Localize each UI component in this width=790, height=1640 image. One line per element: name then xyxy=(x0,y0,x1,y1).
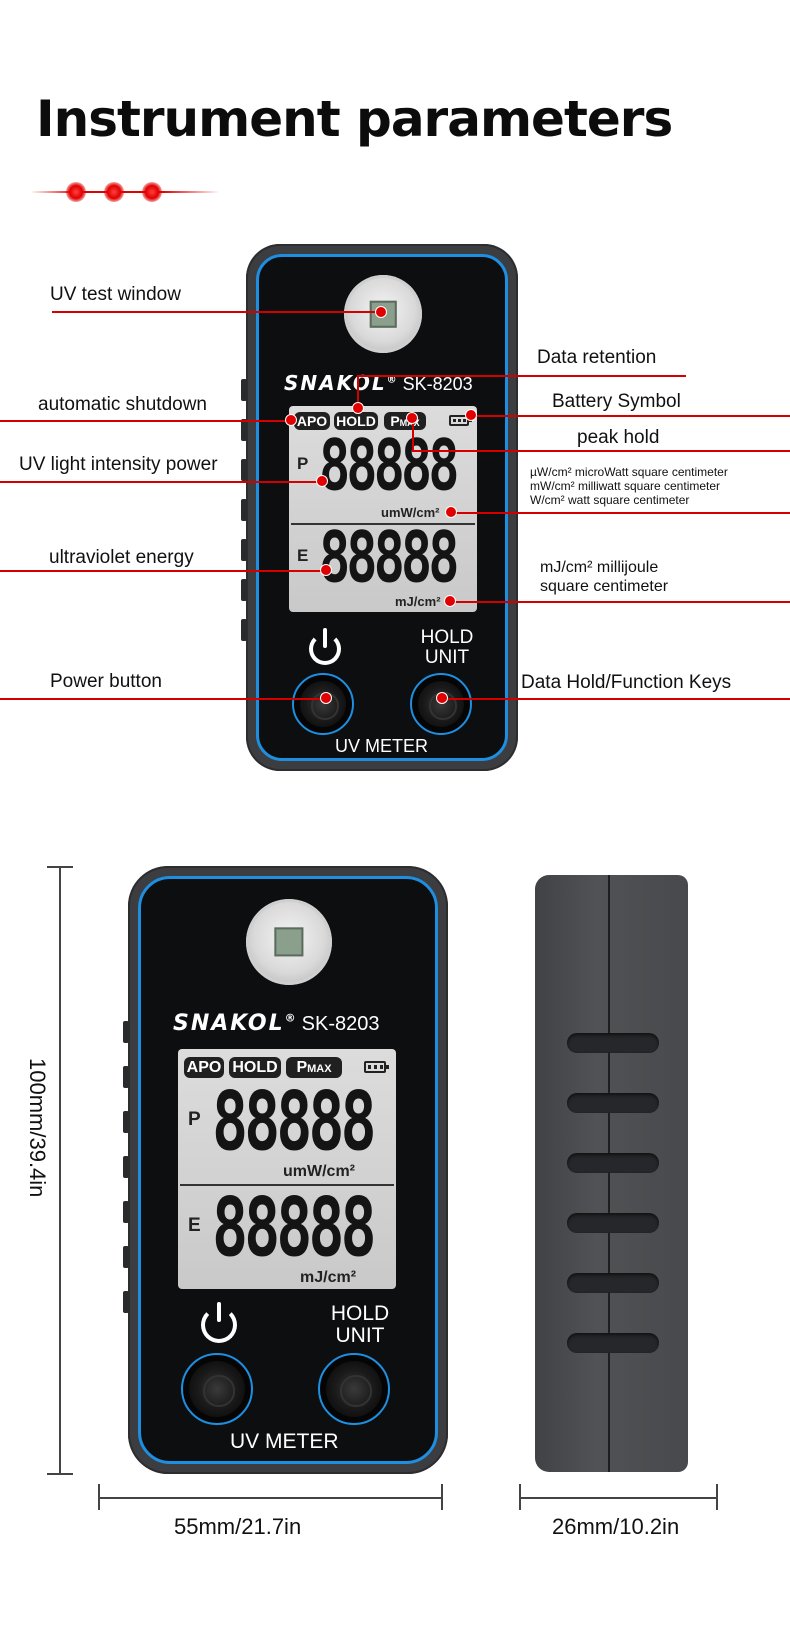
apo-indicator: APO xyxy=(184,1057,224,1078)
hold-unit-button[interactable] xyxy=(410,673,472,735)
callout-data-retention: Data retention xyxy=(537,347,657,368)
callout-uv-test-window: UV test window xyxy=(50,284,181,305)
hold-indicator: HOLD xyxy=(334,412,378,430)
brand-model: SNAKOL®SK-8203 xyxy=(173,1011,380,1036)
energy-unit: mJ/cm² xyxy=(300,1269,357,1286)
apo-indicator: APO xyxy=(294,412,330,430)
power-button[interactable] xyxy=(292,673,354,735)
power-letter: P xyxy=(297,454,309,473)
height-dimension: 100mm/39.4in xyxy=(25,1058,50,1198)
uv-meter-label: UV METER xyxy=(335,736,429,756)
uv-meter-front-annotated: SNAKOL®SK-8203 APO HOLD PMAX P 88888 umW… xyxy=(241,244,518,771)
energy-letter: E xyxy=(297,546,309,565)
power-icon xyxy=(201,1302,237,1343)
uv-sensor-window xyxy=(246,899,332,985)
callout-battery-symbol: Battery Symbol xyxy=(552,391,681,412)
callout-automatic-shutdown: automatic shutdown xyxy=(38,394,207,415)
energy-unit: mJ/cm² xyxy=(395,594,441,609)
energy-letter: E xyxy=(188,1215,201,1236)
callout-power-button: Power button xyxy=(50,671,162,692)
power-reading: 88888 xyxy=(212,1075,377,1170)
callout-ultraviolet-energy: ultraviolet energy xyxy=(49,547,194,568)
power-letter: P xyxy=(188,1109,201,1130)
hold-unit-button[interactable] xyxy=(318,1353,390,1425)
energy-reading: 88888 xyxy=(319,518,460,599)
callout-data-hold-keys: Data Hold/Function Keys xyxy=(521,672,732,693)
lcd-display: APO HOLD PMAX P 88888 umW/cm² E 88888 mJ… xyxy=(178,1049,396,1289)
battery-icon xyxy=(364,1061,389,1073)
width-dimension: 55mm/21.7in xyxy=(174,1514,302,1539)
power-icon xyxy=(309,628,341,665)
pmax-indicator: PMAX xyxy=(286,1057,342,1078)
uv-sensor-window xyxy=(344,275,422,353)
uv-meter-front-dimensions: SNAKOL®SK-8203 APO HOLD PMAX P 88888 umW… xyxy=(123,866,448,1474)
power-reading: 88888 xyxy=(319,426,460,507)
power-unit: umW/cm² xyxy=(283,1163,355,1180)
uv-meter-side-view xyxy=(535,875,688,1472)
brand-model: SNAKOL®SK-8203 xyxy=(284,371,473,395)
uv-meter-label: UV METER xyxy=(230,1430,339,1453)
power-button[interactable] xyxy=(181,1353,253,1425)
callout-uv-light-intensity: UV light intensity power xyxy=(19,454,218,475)
callout-power-units: µW/cm² microWatt square centimeter mW/cm… xyxy=(530,465,728,507)
hold-indicator: HOLD xyxy=(229,1057,281,1078)
callout-peak-hold: peak hold xyxy=(577,427,660,448)
depth-dimension: 26mm/10.2in xyxy=(552,1514,680,1539)
decorative-dots xyxy=(30,182,220,202)
power-unit: umW/cm² xyxy=(381,505,440,520)
page-title: Instrument parameters xyxy=(36,90,673,148)
energy-reading: 88888 xyxy=(212,1181,377,1276)
callout-energy-units: mJ/cm² millijoule square centimeter xyxy=(540,559,669,595)
